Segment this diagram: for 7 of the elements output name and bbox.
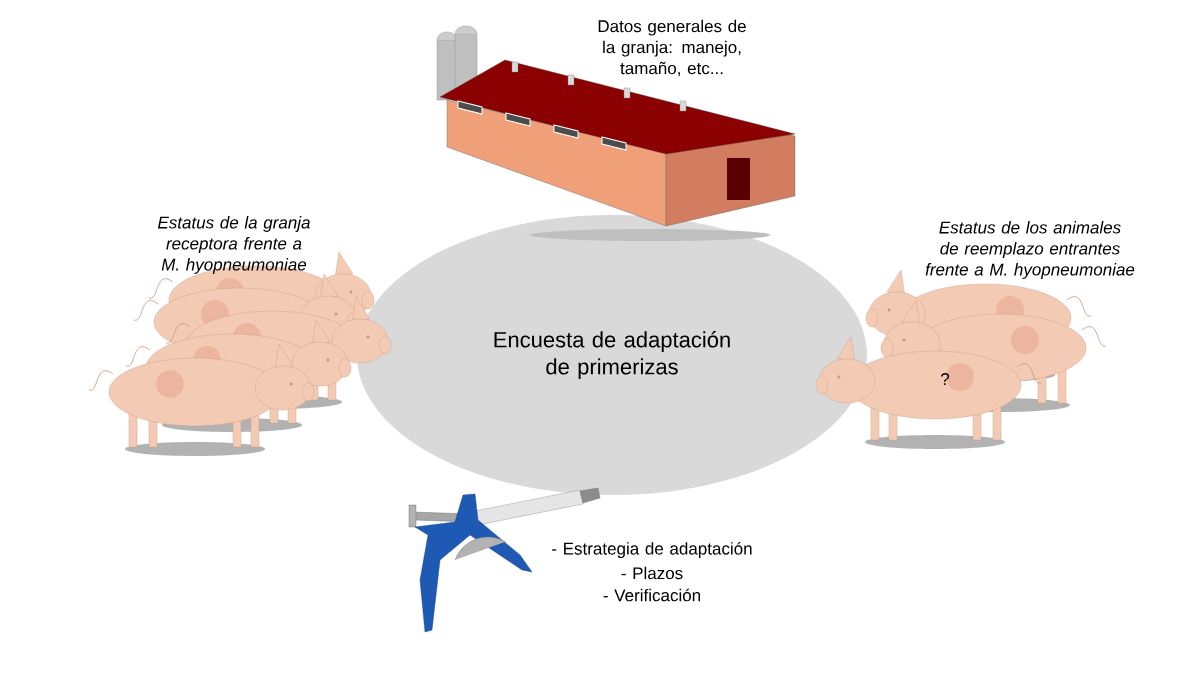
- annotation-text: - Plazos: [621, 566, 683, 580]
- annotation-text: - Verificación: [603, 588, 701, 602]
- annotation-text: - Estrategia de adaptación: [552, 542, 752, 559]
- annotation-text: Estatus de la granja receptora frente a M. hyopneumoniae: [157, 216, 310, 274]
- annotation-text: Datos generales de la granja: manejo, tamaño, etc...: [598, 19, 746, 77]
- annotation-text: Estatus de los animales de reemplazo entrantes frente a M. hyopneumoniae: [925, 221, 1135, 279]
- question-mark: ?: [940, 373, 950, 385]
